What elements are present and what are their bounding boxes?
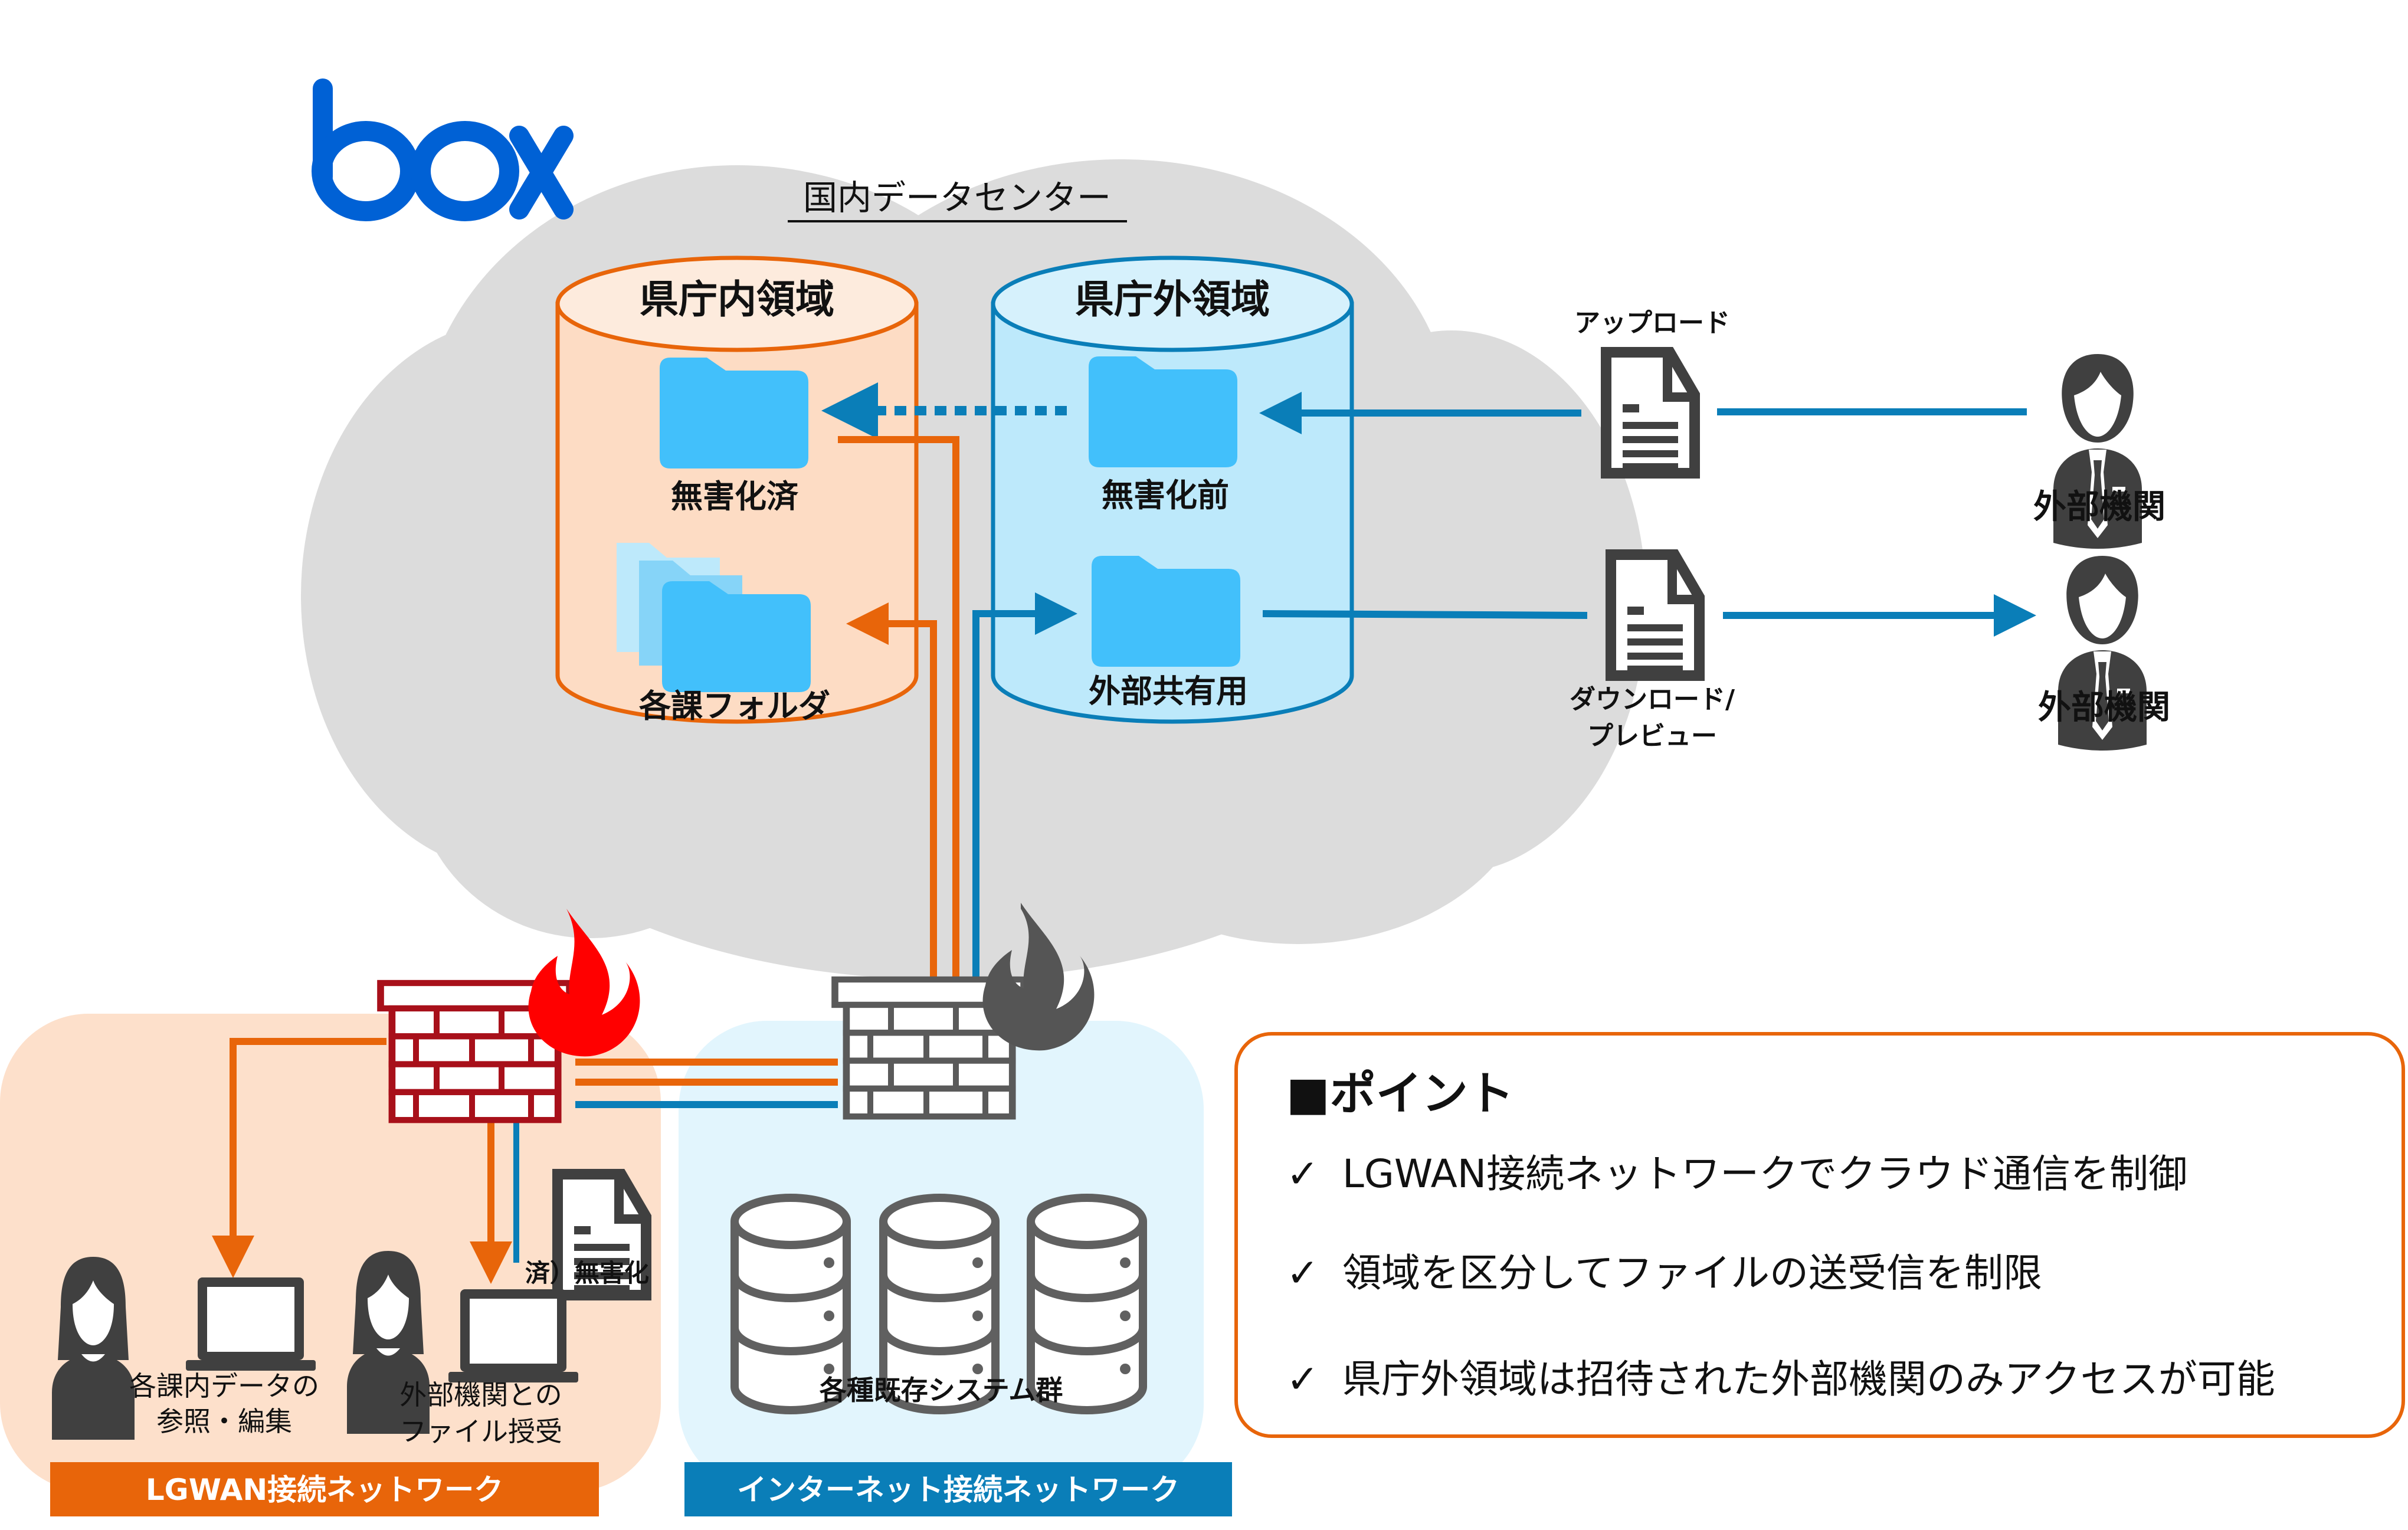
department-link-arrow [846,602,937,979]
download-label-line1: ダウンロード/ [1570,684,1735,715]
download-line [1262,610,1588,619]
lgwan-firewall-icon [381,909,640,1121]
external-share-folder-label: 外部共有用 [1089,673,1248,710]
internal-zone-title: 県庁内領域 [640,277,834,322]
download-document-icon [1611,555,1699,676]
points-title: ■ポイント [1286,1067,1514,1121]
laptop-icon [448,1289,578,1382]
upload-label: アップロード [1574,308,1730,338]
department-folders-label: 各課フォルダ [639,687,830,725]
external-party-label: 外部機関 [2038,689,2170,727]
external-zone-title: 県庁外領域 [1075,277,1270,322]
sanitized-link-line [838,436,959,979]
pre-sanitize-folder-label: 無害化前 [1102,477,1229,514]
sanitized-folder-icon[interactable] [660,358,808,468]
user2-caption-line1: 外部機関との [399,1379,562,1411]
sanitized-label: 済）無害化 [525,1259,649,1287]
staff-user-icon [52,1257,135,1440]
edit-data-arrow [212,1038,386,1278]
datacenter-label: 国内データセンター [803,178,1111,218]
points-box [1234,1032,2405,1438]
user1-caption-line2: 参照・編集 [156,1405,292,1437]
point-check-icon: ✓ [1286,1151,1319,1197]
pre-sanitize-folder-icon[interactable] [1089,356,1237,467]
point-check-icon: ✓ [1286,1250,1319,1296]
user1-caption-line1: 各課内データの [129,1370,319,1402]
sanitized-folder-label: 無害化済 [671,478,799,515]
upload-document-icon [1606,352,1695,473]
point-item: 県庁外領域は招待された外部機関のみアクセスが可能 [1342,1357,2275,1402]
lgwan-network-label: LGWAN接続ネットワーク [146,1473,503,1507]
internet-network-label: インターネット接続ネットワーク [737,1473,1180,1507]
point-item: 領域を区分してファイルの送受信を制限 [1342,1250,2042,1296]
department-folders-icon[interactable] [617,543,811,692]
internet-firewall-icon [835,903,1095,1118]
external-party-label: 外部機関 [2033,488,2165,526]
point-item: LGWAN接続ネットワークでクラウド通信を制御 [1342,1151,2187,1197]
user2-caption-line2: ファイル授受 [399,1416,562,1447]
external-share-folder-icon[interactable] [1092,556,1240,667]
systems-label: 各種既存システム群 [820,1374,1063,1406]
box-logo [312,78,574,221]
download-label-line2: プレビュー [1587,721,1717,751]
external-share-link-arrow [972,592,1077,979]
point-check-icon: ✓ [1286,1357,1319,1402]
lgwan-network-banner [50,1462,599,1516]
internet-network-banner [684,1462,1232,1516]
laptop-icon [186,1277,316,1371]
